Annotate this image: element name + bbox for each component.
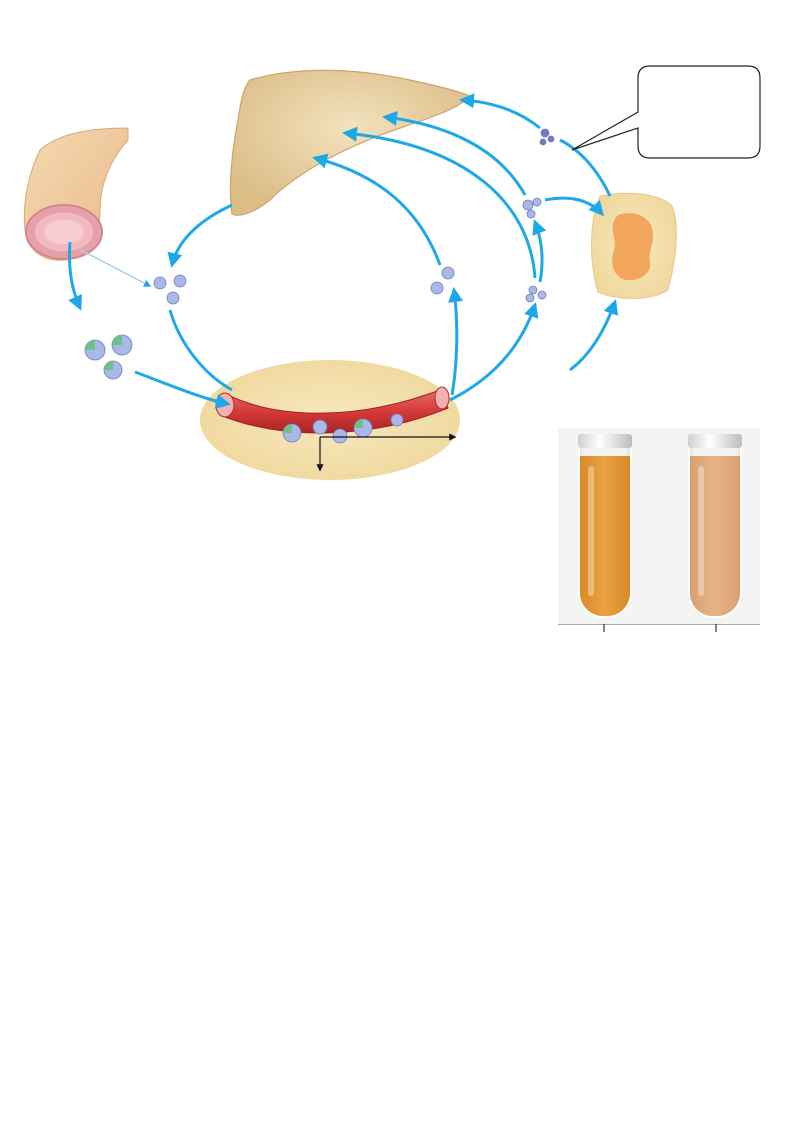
test-tube-left (578, 434, 632, 618)
lipoprotein-particle (312, 419, 328, 435)
fat-cluster (612, 213, 654, 281)
lipoprotein-particle (166, 291, 180, 305)
arrow-vessel-right (449, 302, 539, 402)
lipoprotein-particle (532, 197, 542, 207)
lipoprotein-particle (547, 135, 555, 143)
lipoprotein-accent (85, 340, 95, 350)
arrow-intestine-to-hdl (79, 249, 152, 287)
arrow-particles-to-vessel (168, 309, 233, 392)
tube-fluid-left (580, 456, 630, 616)
lipoprotein-particle (441, 266, 455, 280)
tube-rim (688, 434, 742, 448)
lipoprotein-particle (390, 413, 404, 427)
arrow-chylo-to-vessel (134, 370, 231, 409)
lipoprotein-particle (332, 428, 348, 444)
lipoprotein-particle (540, 128, 550, 138)
arrow-to-liver-1 (312, 153, 442, 266)
lipoprotein-accent (283, 424, 292, 433)
arrow-tissue-up (559, 138, 612, 197)
lipoprotein-particle (537, 290, 547, 300)
lipoprotein-accent (112, 335, 122, 345)
callout-bubble (571, 65, 761, 159)
lipoprotein-particle (173, 274, 187, 288)
flow-arrows (68, 93, 619, 409)
lipoprotein-accent (354, 419, 363, 428)
intestine (23, 127, 129, 261)
reference-arrows (316, 433, 457, 472)
arrow-right-up (532, 219, 547, 283)
arrow-bottom-to-tissue (569, 299, 619, 372)
test-tube-right (688, 434, 742, 618)
lipoprotein-particles (84, 128, 555, 444)
tube-glare (588, 466, 594, 596)
arrow-top-to-liver (459, 93, 541, 130)
lipoprotein-accent (104, 361, 113, 370)
lipoprotein-particle (430, 281, 444, 295)
adipose-tissue (591, 192, 677, 299)
arrow-vessel-up (448, 287, 464, 396)
tube-rim (578, 434, 632, 448)
lipoprotein-particle (153, 276, 167, 290)
arrow-to-liver-3 (382, 111, 527, 196)
arrow-to-tissue (544, 196, 604, 217)
arrow-intestine-down (68, 241, 82, 311)
liver (229, 69, 471, 216)
arrow-to-liver-2 (342, 126, 537, 279)
lipoprotein-particle (525, 293, 535, 303)
lipoprotein-particle (539, 138, 547, 146)
lipoprotein-particle (522, 199, 534, 211)
arrow-liver-to-particles (167, 203, 233, 268)
lipoprotein-particle (528, 285, 538, 295)
blood-vessel (200, 360, 460, 480)
test-tubes-photo (558, 428, 760, 624)
tube-fluid-right (690, 456, 740, 616)
tube-glare (698, 466, 704, 596)
lipoprotein-particle (526, 209, 536, 219)
